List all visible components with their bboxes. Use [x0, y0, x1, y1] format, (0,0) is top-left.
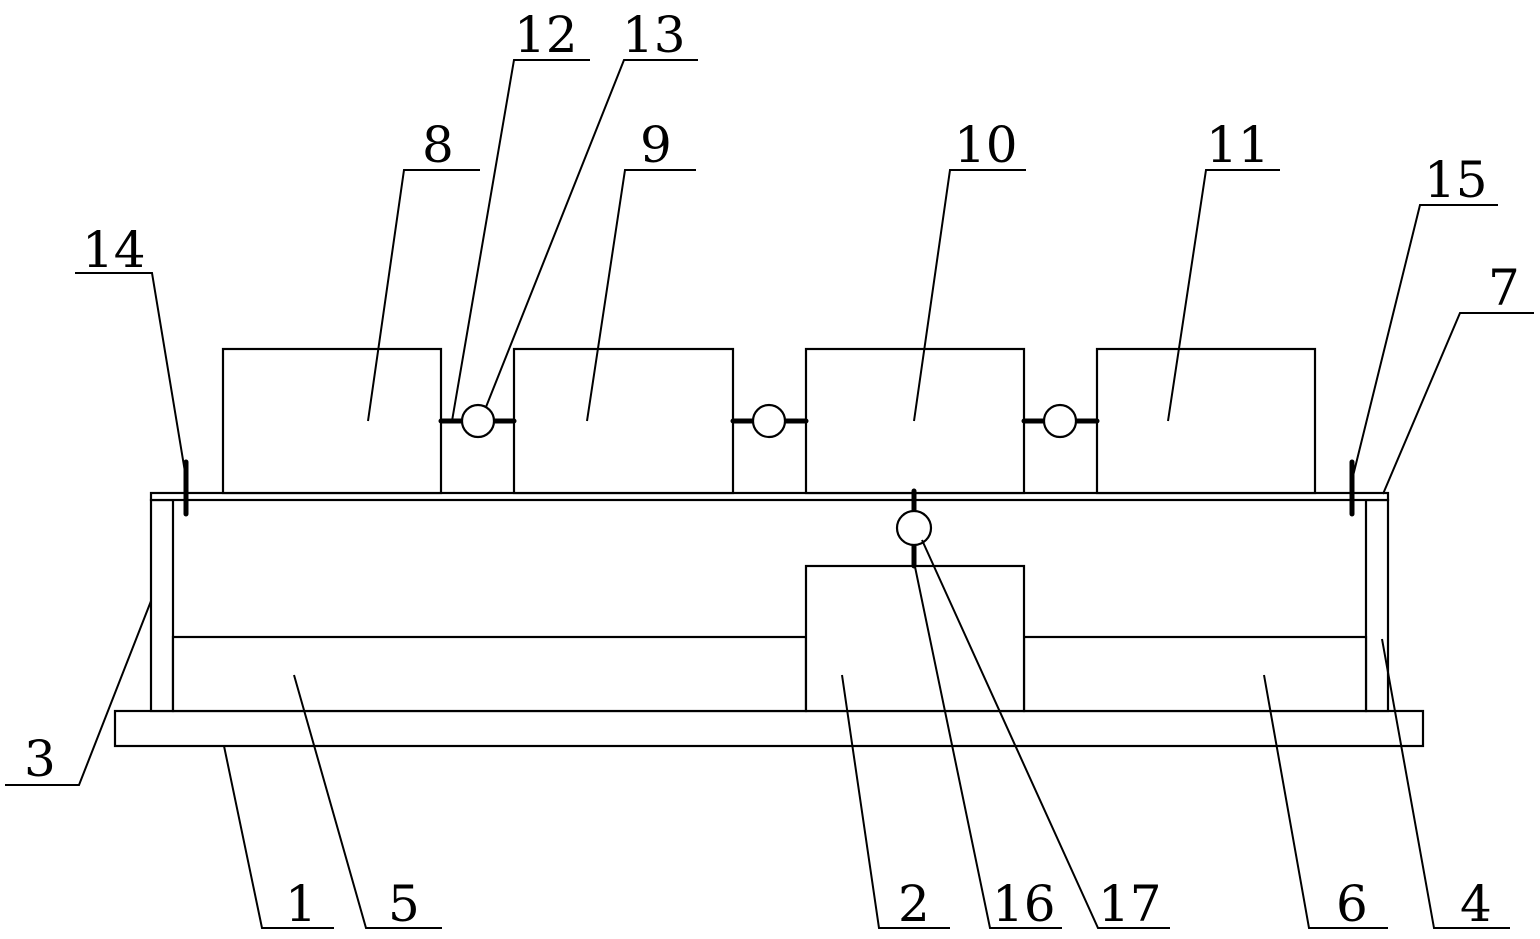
hinge-connector-10-11: [1021, 403, 1100, 439]
leader-lines: [5, 59, 1534, 929]
left-column: [149, 498, 175, 713]
label-15: 15: [1424, 151, 1488, 209]
label-2: 2: [898, 875, 930, 933]
central-block: [804, 564, 1026, 713]
label-3: 3: [24, 730, 56, 788]
right-column: [1364, 498, 1390, 713]
upper-block-8: [221, 347, 443, 495]
label-12: 12: [514, 6, 578, 64]
top-plate: [149, 491, 1390, 502]
label-10: 10: [954, 116, 1018, 174]
label-4: 4: [1460, 875, 1492, 933]
label-6: 6: [1336, 875, 1368, 933]
label-7: 7: [1488, 259, 1520, 317]
left-block: [171, 635, 808, 713]
label-5: 5: [388, 875, 420, 933]
lower-hinge: [895, 488, 933, 569]
label-9: 9: [640, 116, 672, 174]
hinge-connector-9-10: [730, 403, 809, 439]
label-11: 11: [1206, 116, 1270, 174]
label-13: 13: [622, 6, 686, 64]
right-block: [1022, 635, 1368, 713]
upper-block-9: [512, 347, 735, 495]
label-16: 16: [992, 875, 1056, 933]
label-17: 17: [1098, 875, 1162, 933]
label-14: 14: [82, 221, 146, 279]
hinge-connector-8-9: [438, 403, 517, 439]
base-plate: [113, 709, 1425, 748]
upper-block-11: [1095, 347, 1317, 495]
label-8: 8: [422, 116, 454, 174]
label-1: 1: [285, 875, 317, 933]
